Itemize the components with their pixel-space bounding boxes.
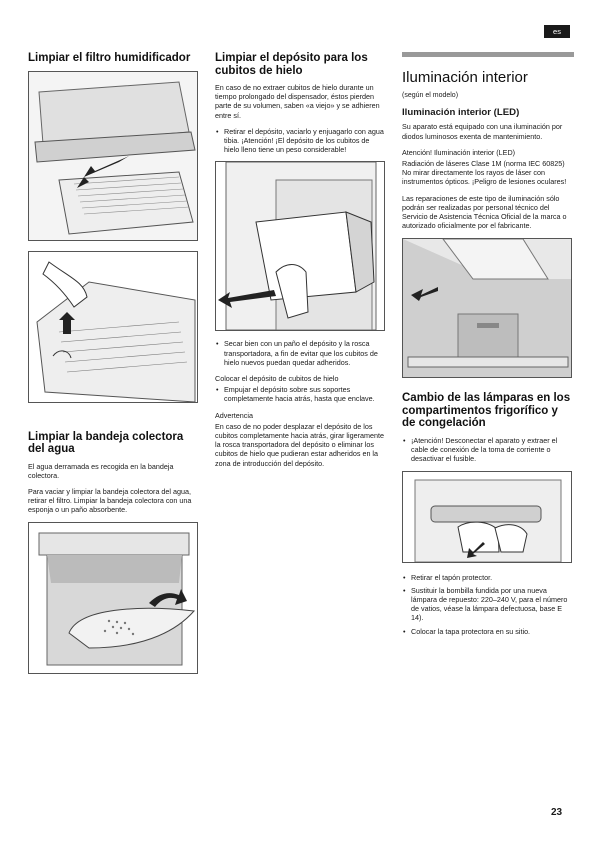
heading-tray: Limpiar la bandeja colectora del agua — [28, 430, 184, 456]
ice-list-2: Secar bien con un paño el depósito y la … — [215, 339, 385, 367]
tray-paragraph-1: El agua derramada es recogida en la band… — [28, 461, 174, 480]
ice-bin-illustration — [216, 162, 384, 331]
ice-bullet-remove: Retirar el depósito, vaciarlo y enjuagar… — [216, 127, 385, 155]
led-paragraph-2: Radiación de láseres Clase 1M (norma IEC… — [402, 159, 567, 187]
led-illustration — [403, 239, 571, 378]
lamps-bullet-disconnect: ¡Atención! Desconectar el aparato y extr… — [403, 436, 572, 464]
tray-paragraph-2: Para vaciar y limpiar la bandeja colecto… — [28, 486, 192, 515]
ice-bullet-push: Empujar el depósito sobre sus soportes c… — [216, 385, 385, 403]
column-filter: Limpiar el filtro humidificador — [28, 52, 198, 674]
lamps-bullet-cap: Retirar el tapón protector. — [403, 573, 572, 582]
filter-lift-illustration — [29, 251, 197, 402]
filter-drawer-illustration — [29, 71, 197, 240]
section-bar — [402, 52, 574, 57]
lamp-illustration — [403, 471, 571, 562]
ice-bullet-dry: Secar bien con un paño el depósito y la … — [216, 339, 385, 367]
led-warning-label: Atención! Iluminación interior (LED) — [402, 147, 516, 157]
figure-ice-bin — [215, 161, 385, 332]
ice-paragraph-1: En caso de no extraer cubitos de hielo d… — [215, 83, 380, 120]
ice-warning-text: En caso de no poder desplazar el depósit… — [215, 421, 384, 468]
page-number: 23 — [551, 807, 563, 818]
column-ice: Limpiar el depósito para los cubitos de … — [215, 52, 385, 475]
figure-lamp — [402, 470, 572, 563]
lamps-list-1: ¡Atención! Desconectar el aparato y extr… — [402, 436, 572, 464]
figure-filter-lift — [28, 250, 198, 403]
led-paragraph-1: Su aparato está equipado con una ilumina… — [402, 122, 563, 141]
heading-light: Iluminación interior — [402, 69, 528, 86]
column-light: Iluminación interior (según el modelo) I… — [402, 52, 574, 643]
language-tab: es — [544, 25, 570, 38]
heading-filter: Limpiar el filtro humidificador — [28, 52, 191, 64]
lamps-bullet-cover: Colocar la tapa protectora en su sitio. — [403, 627, 572, 636]
led-paragraph-3: Las reparaciones de este tipo de ilumina… — [402, 193, 567, 231]
light-subtitle: (según el modelo) — [402, 92, 459, 99]
lamps-list-2: Retirar el tapón protector. Sustituir la… — [402, 573, 572, 636]
heading-ice: Limpiar el depósito para los cubitos de … — [215, 52, 368, 77]
heading-led: Iluminación interior (LED) — [402, 107, 520, 119]
figure-led — [402, 238, 572, 379]
ice-place-label: Colocar el depósito de cubitos de hielo — [215, 374, 339, 384]
ice-list-3: Empujar el depósito sobre sus soportes c… — [215, 385, 385, 403]
heading-lamps: Cambio de las lámparas en los compartime… — [402, 392, 571, 430]
figure-filter-slide — [28, 70, 198, 241]
ice-warning-label: Advertencia — [215, 410, 253, 420]
tray-illustration — [29, 522, 197, 673]
lamps-bullet-replace: Sustituir la bombilla fundida por una nu… — [403, 586, 572, 623]
figure-tray — [28, 521, 198, 674]
ice-list-1: Retirar el depósito, vaciarlo y enjuagar… — [215, 127, 385, 155]
